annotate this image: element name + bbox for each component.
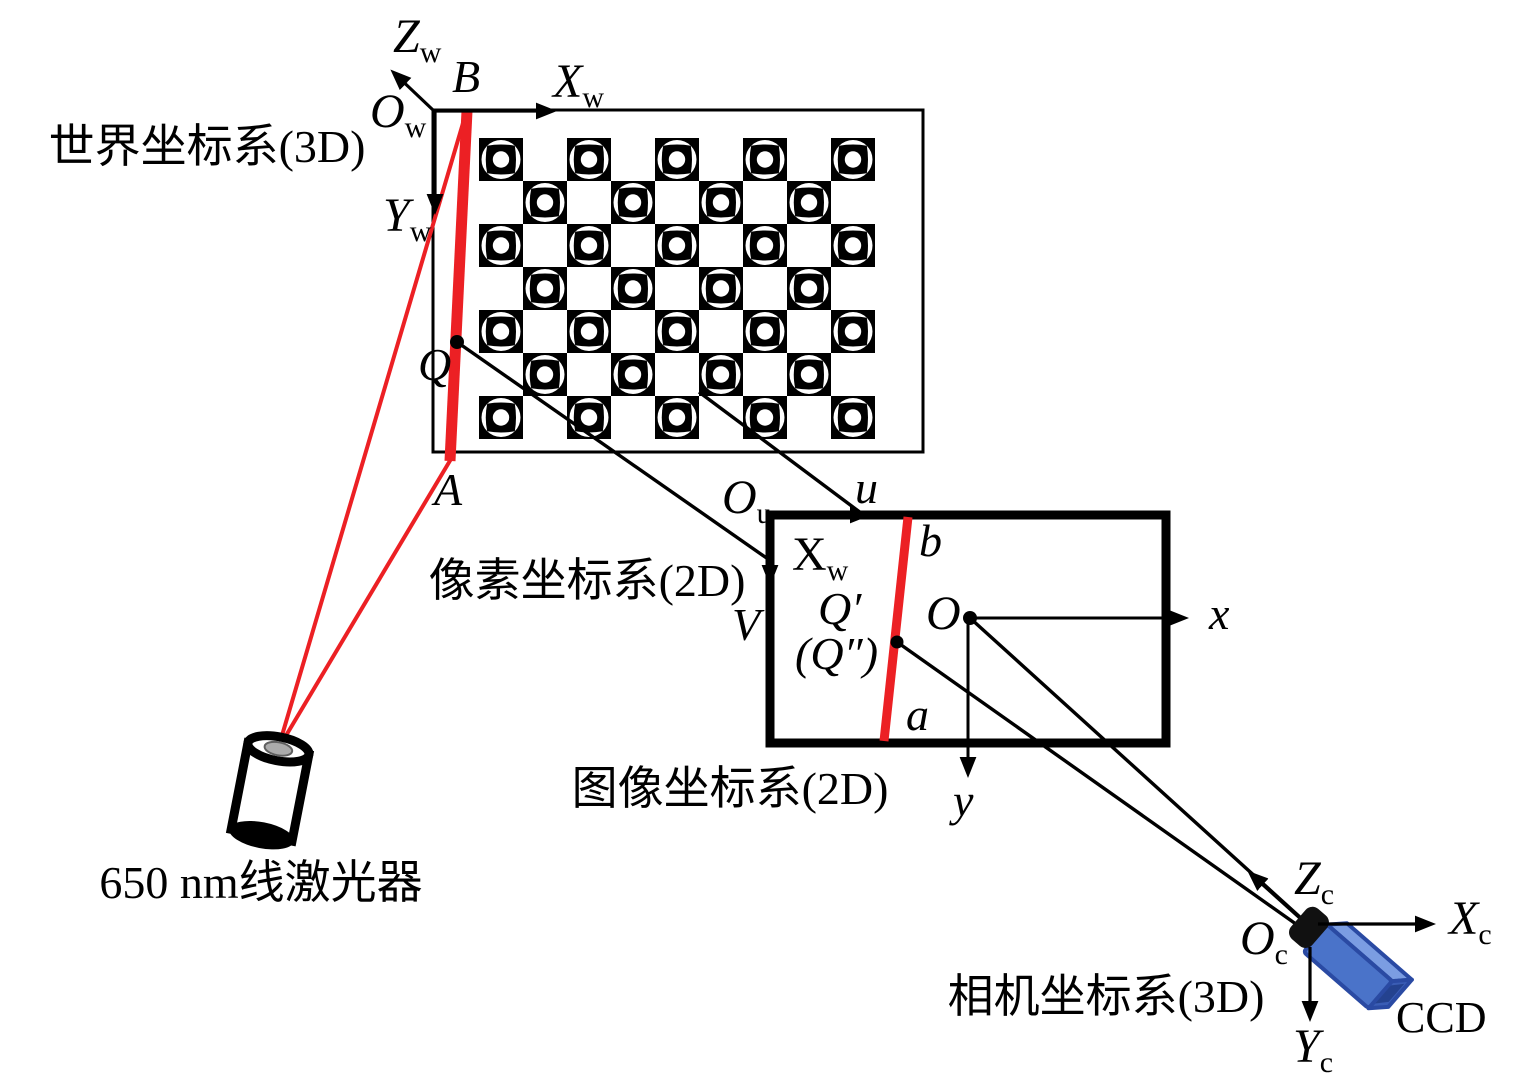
- axis-u-label: u: [855, 462, 878, 513]
- origin-Ow-label: Ow: [370, 85, 427, 144]
- target-square: [699, 267, 743, 310]
- laser-stripe-image-ab: [879, 516, 913, 742]
- point-B-label: B: [452, 51, 480, 102]
- origin-Oc-label: Oc: [1240, 912, 1288, 971]
- target-square: [831, 138, 875, 181]
- target-square: [743, 138, 787, 181]
- camera-opening: [1375, 983, 1405, 1004]
- target-square: [567, 224, 611, 267]
- axis-x-label: x: [1208, 588, 1230, 639]
- target-square: [523, 181, 567, 224]
- target-square: [787, 181, 831, 224]
- camera-system-label: 相机坐标系(3D): [948, 971, 1265, 1022]
- laser-stripe-AB: [444, 110, 473, 462]
- ccd-camera: [1288, 906, 1414, 1011]
- image-plane: [761, 506, 1189, 778]
- target-square: [699, 181, 743, 224]
- laser-ray-to-B: [276, 112, 468, 750]
- target-square: [567, 310, 611, 353]
- axis-Xw-label: Xw: [551, 55, 604, 114]
- camera-lens-icon: [1288, 906, 1329, 948]
- point-Q-dot: [450, 335, 464, 349]
- origin-O-label: O: [926, 587, 961, 640]
- point-A-label: A: [431, 464, 463, 515]
- target-square: [655, 138, 699, 181]
- target-square: [743, 396, 787, 439]
- target-square: [655, 224, 699, 267]
- target-square: [611, 267, 655, 310]
- target-square: [611, 181, 655, 224]
- point-Q-dprime-label: (Q″): [795, 628, 878, 679]
- calibration-board: [431, 108, 925, 454]
- point-Q-prime-label: Q′: [818, 583, 862, 634]
- origin-Ou-label: Ou: [722, 471, 772, 530]
- target-square: [831, 224, 875, 267]
- target-square: [699, 353, 743, 396]
- target-square: [831, 396, 875, 439]
- image-system-label: 图像坐标系(2D): [572, 763, 889, 814]
- target-square: [479, 310, 523, 353]
- point-b-label: b: [919, 515, 942, 566]
- projection-line-Q: [456, 340, 769, 561]
- axis-V-label: V: [732, 599, 765, 650]
- target-square: [655, 396, 699, 439]
- laser-aperture-icon: [263, 740, 294, 757]
- board-image-Xw-label: Xw: [792, 528, 849, 587]
- laser-device-label: 650 nm线激光器: [99, 857, 422, 908]
- point-Q-dprime-dot: [890, 635, 904, 649]
- point-O-dot: [963, 611, 977, 625]
- target-square: [743, 224, 787, 267]
- target-square: [523, 353, 567, 396]
- ccd-label: CCD: [1396, 993, 1486, 1042]
- world-axes: [390, 69, 557, 215]
- axis-Yc-label: Yc: [1293, 1020, 1333, 1079]
- target-square: [479, 396, 523, 439]
- axis-Zw-label: Zw: [393, 10, 442, 69]
- target-square: [611, 353, 655, 396]
- laser-ray-to-A: [276, 457, 453, 751]
- target-square: [743, 310, 787, 353]
- point-a-label: a: [906, 689, 929, 740]
- target-square: [479, 138, 523, 181]
- target-square: [523, 267, 567, 310]
- world-system-label: 世界坐标系(3D): [49, 121, 366, 172]
- target-square: [655, 310, 699, 353]
- axis-Yw-label: Yw: [383, 189, 432, 248]
- target-square: [479, 224, 523, 267]
- laser-bottom-cap: [229, 820, 295, 850]
- axis-y-label: y: [949, 775, 974, 826]
- target-square: [787, 353, 831, 396]
- axis-Zw-arrow: [390, 69, 435, 112]
- target-square: [567, 138, 611, 181]
- axis-Zc-label: Zc: [1294, 852, 1334, 911]
- axis-Xc-label: Xc: [1447, 892, 1492, 951]
- target-square: [831, 310, 875, 353]
- laser-device: [225, 731, 315, 850]
- point-Q-label: Q: [418, 339, 451, 390]
- camera-ray-from-Q: [896, 640, 1311, 936]
- target-square: [787, 267, 831, 310]
- pixel-system-label: 像素坐标系(2D): [429, 555, 746, 606]
- projection-line-board: [697, 390, 863, 515]
